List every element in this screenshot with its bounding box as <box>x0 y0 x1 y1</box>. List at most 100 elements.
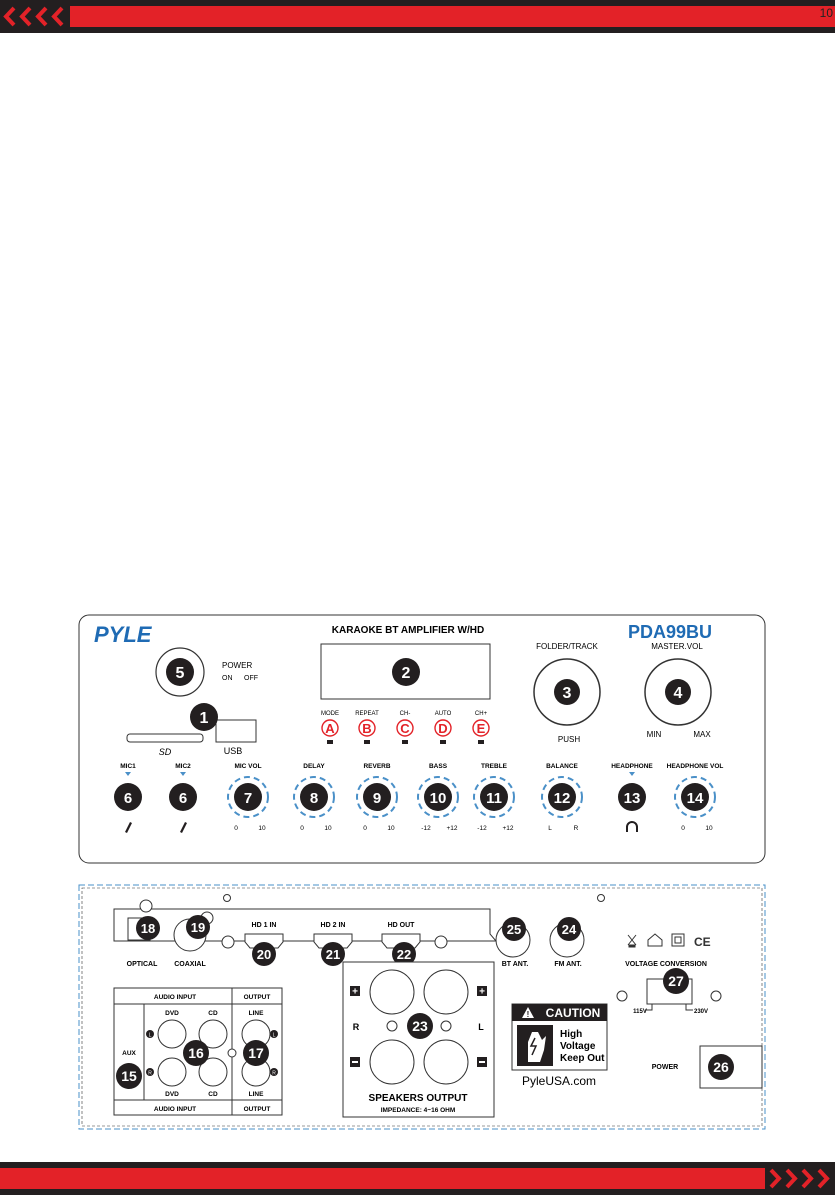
hd1-port[interactable] <box>244 933 284 949</box>
speaker-terminals[interactable] <box>369 969 469 1085</box>
page-number: 10 <box>819 6 833 20</box>
svg-text:15: 15 <box>121 1068 137 1084</box>
svg-text:DVD: DVD <box>165 1091 179 1098</box>
svg-text:26: 26 <box>713 1059 729 1075</box>
power-label: POWER <box>222 661 252 670</box>
knob-callout: 10 <box>430 790 447 807</box>
button-icon <box>327 740 333 744</box>
knob-range-ring <box>227 776 269 818</box>
front-panel: PYLE KARAOKE BT AMPLIFIER W/HD PDA99BU 5… <box>78 614 766 864</box>
knob-label: REVERB <box>363 763 390 770</box>
svg-text:2: 2 <box>402 665 411 682</box>
knob-body <box>681 783 709 811</box>
svg-text:CE: CE <box>694 935 711 949</box>
callout-24: 24 <box>557 917 581 941</box>
callout-1: 1 <box>190 703 218 731</box>
svg-text:16: 16 <box>188 1045 204 1061</box>
hdout-label: HD OUT <box>388 922 416 929</box>
knob-range-ring <box>356 776 398 818</box>
knob-min-label: 0 <box>363 825 367 832</box>
svg-text:5: 5 <box>176 665 185 682</box>
button-icon <box>402 740 408 744</box>
v230-label: 230V <box>694 1009 708 1015</box>
knob-label: DELAY <box>303 763 325 770</box>
knob-range-ring <box>674 776 716 818</box>
callout-25: 25 <box>502 917 526 941</box>
rca-jacks[interactable] <box>157 1019 271 1087</box>
function-button-c[interactable]: CH-C <box>396 711 414 744</box>
function-button-a[interactable]: MODE A <box>321 711 339 744</box>
speakers-output-label: SPEAKERS OUTPUT <box>369 1093 468 1104</box>
knob-label: BASS <box>429 763 448 770</box>
knob-body <box>618 783 646 811</box>
usb-port[interactable] <box>215 719 257 743</box>
svg-text:AUDIO INPUT: AUDIO INPUT <box>154 1106 196 1113</box>
svg-text:R: R <box>272 1071 276 1077</box>
knob-min-label: -12 <box>477 825 487 832</box>
svg-text:27: 27 <box>668 973 684 989</box>
button-icon <box>364 740 370 744</box>
svg-text:CD: CD <box>208 1010 218 1017</box>
knob-min-label: 0 <box>681 825 685 832</box>
power-on-label: ON <box>222 675 233 682</box>
svg-text:1: 1 <box>200 710 209 727</box>
button-top-label: MODE <box>321 711 339 717</box>
certification-icons: CE <box>627 933 711 949</box>
knob-callout: 6 <box>124 790 132 807</box>
master-volume-knob[interactable]: 4 <box>644 658 712 726</box>
sd-slot[interactable] <box>126 733 204 743</box>
folder-track-label: FOLDER/TRACK <box>536 642 598 651</box>
indicator-arrow <box>629 772 635 776</box>
microphone-icon <box>125 822 132 833</box>
callout-15: 15 <box>116 1063 142 1089</box>
knob-callout: 13 <box>624 790 641 807</box>
svg-text:OUTPUT: OUTPUT <box>244 994 271 1001</box>
callout-22: 22 <box>392 942 416 966</box>
header-bar <box>0 0 835 33</box>
function-button-e[interactable]: CH+E <box>472 711 490 744</box>
knob-body <box>480 783 508 811</box>
callout-18: 18 <box>136 916 160 940</box>
callout-19: 19 <box>186 915 210 939</box>
svg-text:23: 23 <box>412 1018 428 1034</box>
callout-5: 5 <box>166 658 194 686</box>
knob-body <box>363 783 391 811</box>
callout-20: 20 <box>252 942 276 966</box>
knob-max-label: 10 <box>258 825 266 832</box>
callout-16: 16 <box>183 1040 209 1066</box>
svg-text:AUX: AUX <box>122 1050 136 1057</box>
svg-text:LINE: LINE <box>249 1010 264 1017</box>
button-top-label: CH+ <box>475 711 488 717</box>
microphone-icon <box>180 822 187 833</box>
sd-label: SD <box>159 747 172 757</box>
coaxial-label: COAXIAL <box>174 961 206 968</box>
hd2-port[interactable] <box>313 933 353 949</box>
max-label: MAX <box>693 730 711 739</box>
svg-text:3: 3 <box>563 685 572 702</box>
knob-range-ring <box>541 776 583 818</box>
svg-text:4: 4 <box>674 685 683 702</box>
button-letter: A <box>325 721 335 736</box>
svg-text:22: 22 <box>397 947 411 962</box>
knob-max-label: 10 <box>324 825 332 832</box>
brand-logo: PYLE <box>94 622 153 647</box>
knob-body <box>234 783 262 811</box>
v115-label: 115V <box>633 1009 647 1015</box>
knob-callout: 9 <box>373 790 381 807</box>
folder-track-knob[interactable]: 3 <box>533 658 601 726</box>
svg-text:CAUTION: CAUTION <box>546 1006 601 1020</box>
knob-max-label: +12 <box>446 825 457 832</box>
svg-text:DVD: DVD <box>165 1010 179 1017</box>
